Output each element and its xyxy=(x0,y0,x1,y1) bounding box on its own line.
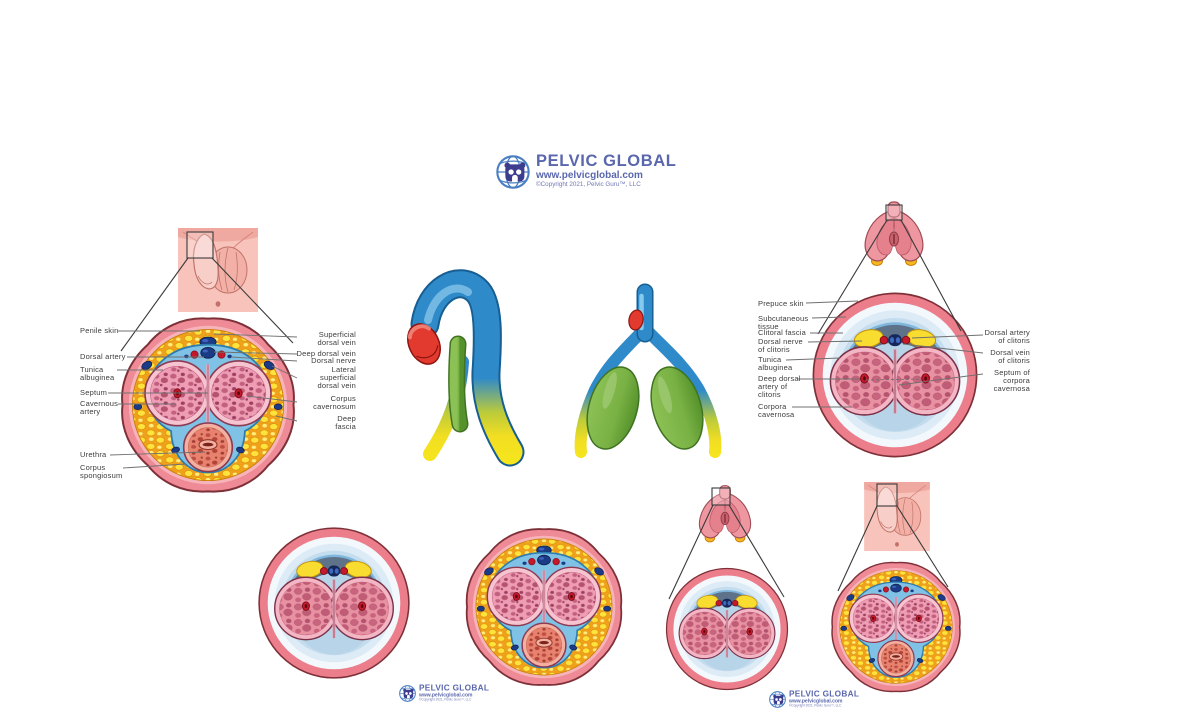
label-tunica-albuginea-clitoris: Tunica albuginea xyxy=(758,355,793,372)
label-corpus-cavernosum: Corpus cavernosum xyxy=(313,394,356,411)
clitoral-cross-section-bottom-1 xyxy=(257,526,411,680)
pelvic-global-logo-bottom-left: PELVIC GLOBAL www.pelvicglobal.com ©Copy… xyxy=(398,684,489,703)
label-dorsal-vein-of-clitoris: Dorsal vein of clitoris xyxy=(990,348,1030,365)
label-dorsal-nerve-of-clitoris: Dorsal nerve of clitoris xyxy=(758,337,803,354)
clitoral-cross-section-labeled xyxy=(811,291,979,459)
label-septum: Septum xyxy=(80,388,108,397)
label-subcutaneous-tissue: Subcutaneous tissue xyxy=(758,314,809,331)
label-deep-dorsal-artery-of-clitoris: Deep dorsal artery of clitoris xyxy=(758,374,801,399)
label-septum-of-corpora-cavernosa: Septum of corpora cavernosa xyxy=(993,368,1030,393)
label-dorsal-artery: Dorsal artery xyxy=(80,352,126,361)
logo-title: PELVIC GLOBAL xyxy=(789,689,860,699)
penis-erectile-tissue-3d xyxy=(402,284,510,454)
clitoral-cross-section-bottom-3 xyxy=(665,567,789,691)
logo-copyright: ©Copyright 2021, Pelvic Guru™, LLC xyxy=(419,698,472,702)
penile-cross-section-bottom-4 xyxy=(830,561,962,693)
label-deep-fascia: Deep fascia xyxy=(335,414,356,431)
pelvic-global-logo-top: PELVIC GLOBAL www.pelvicglobal.com ©Copy… xyxy=(494,153,676,191)
pelvic-global-logo-bottom-right: PELVIC GLOBAL www.pelvicglobal.com ©Copy… xyxy=(768,690,859,709)
logo-website: www.pelvicglobal.com xyxy=(536,169,643,181)
pelvic-global-globe-icon xyxy=(768,690,787,709)
label-corpora-cavernosa: Corpora cavernosa xyxy=(758,402,795,419)
logo-website: www.pelvicglobal.com xyxy=(419,692,473,698)
pelvic-global-globe-icon xyxy=(398,684,417,703)
label-penile-skin: Penile skin xyxy=(80,326,119,335)
logo-copyright: ©Copyright 2021, Pelvic Guru™, LLC xyxy=(789,704,842,708)
label-clitoral-fascia: Clitoral fascia xyxy=(758,328,807,337)
label-dorsal-nerve: Dorsal nerve xyxy=(311,356,356,365)
logo-copyright: ©Copyright 2021, Pelvic Guru™, LLC xyxy=(536,181,641,188)
clitoris-erectile-tissue-3d xyxy=(578,292,715,455)
label-lateral-superficial-dorsal-vein: Lateral superficial dorsal vein xyxy=(317,365,356,390)
logo-title: PELVIC GLOBAL xyxy=(536,152,677,170)
label-urethra: Urethra xyxy=(80,450,107,459)
penile-cross-section-bottom-2 xyxy=(464,527,624,687)
logo-website: www.pelvicglobal.com xyxy=(789,698,843,704)
logo-title: PELVIC GLOBAL xyxy=(419,683,490,693)
callout-lines xyxy=(120,204,962,600)
label-superficial-dorsal-vein: Superficial dorsal vein xyxy=(317,330,356,347)
penile-cross-section-labeled xyxy=(120,316,296,494)
label-cavernous-artery: Cavernous artery xyxy=(80,399,119,416)
label-tunica-albuginea: Tunica albuginea xyxy=(80,365,115,382)
label-prepuce-skin: Prepuce skin xyxy=(758,299,804,308)
label-corpus-spongiosum: Corpus spongiosum xyxy=(80,463,123,480)
pelvic-global-globe-icon xyxy=(494,153,532,191)
label-leader-lines xyxy=(108,300,984,469)
label-deep-dorsal-vein: Deep dorsal vein xyxy=(296,349,356,358)
label-dorsal-artery-of-clitoris: Dorsal artery of clitoris xyxy=(984,328,1030,345)
